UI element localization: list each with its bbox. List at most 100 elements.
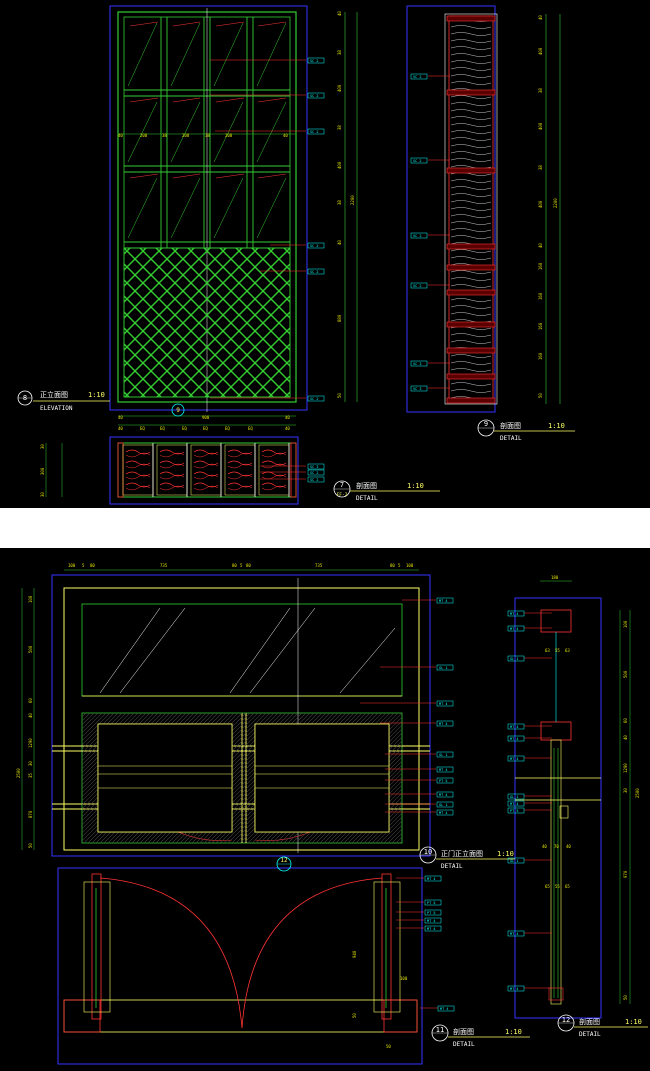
view10-title-block: 10 正门正立面图 DETAIL 1:10 bbox=[419, 846, 515, 870]
section9-dim: 400 bbox=[538, 122, 543, 130]
elevation-dim-row: 208 bbox=[182, 133, 190, 138]
section11-leaders bbox=[396, 877, 438, 1009]
section12-tag-box bbox=[507, 930, 525, 937]
door-tag: MT 4 bbox=[439, 599, 447, 603]
section11-dim: 940 bbox=[352, 950, 357, 958]
section11-tag: PT 5 bbox=[427, 911, 435, 915]
door-tag-box bbox=[436, 791, 454, 798]
plan7-bays bbox=[122, 443, 290, 497]
door-tag-box bbox=[436, 809, 454, 816]
section12-dim-right: 970 bbox=[623, 870, 628, 878]
section12-material-tags: MT 4MT 4GL 1MT 4MT 4MT 4GL 1MT 4PT 5GL 1… bbox=[507, 610, 552, 992]
plan7-tag-box bbox=[307, 476, 325, 483]
section11-tag: MT 4 bbox=[427, 919, 435, 923]
door-elevation-frame bbox=[51, 574, 431, 857]
section9-dim: 38 bbox=[538, 88, 543, 93]
section12-dim-mid: 65 bbox=[565, 884, 570, 889]
door-dim-left: 35 bbox=[28, 773, 33, 778]
section-mark-9-label: 9 bbox=[176, 407, 180, 414]
section9-dim: 38 bbox=[538, 165, 543, 170]
elevation-dim-right: 400 bbox=[337, 161, 342, 169]
door-dim-left: 1290 bbox=[28, 738, 33, 748]
section12-tag-box bbox=[507, 807, 525, 814]
elevation-cabinet bbox=[117, 8, 297, 412]
plan7-dim: 30 bbox=[40, 492, 45, 497]
elevation-tag: SC 2 bbox=[310, 270, 318, 274]
view7-subtitle: DETAIL bbox=[356, 495, 378, 502]
view12-scale: 1:10 bbox=[625, 1018, 642, 1026]
section12-drawing bbox=[515, 609, 601, 1005]
door-tag-box bbox=[436, 801, 454, 808]
door-tag-box bbox=[436, 777, 454, 784]
view12-number: 12 bbox=[562, 1016, 570, 1024]
elevation-red-glass-marks bbox=[129, 21, 287, 179]
elevation-tag-box bbox=[307, 242, 325, 249]
section11-tag-box bbox=[437, 1005, 455, 1012]
section12-dim-right: 1290 bbox=[623, 763, 628, 773]
section9-tag-box bbox=[410, 73, 428, 80]
view10-subtitle: DETAIL bbox=[441, 863, 463, 870]
section12-tag-box bbox=[507, 793, 525, 800]
section9-dim: 2200 bbox=[553, 198, 558, 208]
section-mark-12-label: 12 bbox=[280, 857, 288, 864]
elevation-dim-bottom: 900 bbox=[202, 415, 210, 420]
door-dim-left: 500 bbox=[28, 645, 33, 653]
section9-dim: 160 bbox=[538, 262, 543, 270]
section9-dim: 160 bbox=[538, 352, 543, 360]
door-dim-top: 5 bbox=[240, 563, 243, 568]
section12-tag: MT 4 bbox=[510, 987, 518, 991]
top-drawing-canvas: SC 2 SC 2 SC 2 SC 2 SC 2 SC 2 40 38 400 38 400 38 2… bbox=[17, 5, 575, 505]
door-dim-top: 80 bbox=[232, 563, 237, 568]
section9-tag: SC 2 bbox=[413, 159, 421, 163]
elevation-tag: SC 2 bbox=[310, 130, 318, 134]
door-dim-left: 50 bbox=[28, 843, 33, 848]
section9-tag: SC 3 bbox=[413, 362, 421, 366]
door-tag-box bbox=[436, 766, 454, 773]
elevation-dim-right: 38 bbox=[337, 125, 342, 130]
elevation-tag: SC 2 bbox=[310, 94, 318, 98]
elevation-tag: SC 2 bbox=[310, 244, 318, 248]
elevation-dim-row: 38 bbox=[162, 133, 167, 138]
view8-scale: 1:10 bbox=[88, 391, 105, 399]
drawing-sheet-top: SC 2 SC 2 SC 2 SC 2 SC 2 SC 2 40 38 400 38 400 38 2… bbox=[0, 0, 650, 508]
door-glass-reflection-lines bbox=[99, 607, 396, 694]
elevation-dim-right: 38 bbox=[337, 200, 342, 205]
section9-tag: SC 2 bbox=[413, 234, 421, 238]
view9-title-block: 9 剖面图 DETAIL 1:10 bbox=[477, 419, 575, 442]
section12-tag-box bbox=[507, 800, 525, 807]
plan7-tag: SC 3 bbox=[310, 465, 318, 469]
view10-title: 正门正立面图 bbox=[441, 849, 483, 858]
section12-dim-right: 30 bbox=[623, 788, 628, 793]
section9-dim: 40 bbox=[538, 243, 543, 248]
elevation-dim-row: 40 bbox=[283, 133, 288, 138]
section-mark-9: 9 bbox=[171, 403, 185, 417]
section11-tag: MT 4 bbox=[427, 877, 435, 881]
door-tag: GL 1 bbox=[439, 753, 447, 757]
section11-tag-box bbox=[424, 917, 442, 924]
plan7-frame bbox=[109, 436, 299, 505]
section12-dim-right: 50 bbox=[623, 995, 628, 1000]
bottom-drawing-canvas: MT 4GL 1MT 4MT 4GL 1MT 4PT 5MT 4GL 1MT 4… bbox=[16, 563, 648, 1065]
door-dim-left: 870 bbox=[28, 810, 33, 818]
door-dim-top: 100 bbox=[406, 563, 414, 568]
elevation-dim-bottom: 40 bbox=[285, 415, 290, 420]
section11-tag-box bbox=[424, 925, 442, 932]
section12-tag-box bbox=[507, 735, 525, 742]
elevation-dim-right: 50 bbox=[337, 393, 342, 398]
door-tag: GL 1 bbox=[439, 666, 447, 670]
view12-title-block: 12 剖面图 DETAIL 1:10 bbox=[557, 1014, 648, 1038]
plan7-tag: SC 2 bbox=[310, 471, 318, 475]
sheet-separator bbox=[0, 508, 650, 548]
view8-title-block: 8 正立面图 ELEVATION 1:10 bbox=[17, 390, 110, 412]
elevation-dim-bottom2: 40 bbox=[285, 426, 290, 431]
door-dim-top: 100 bbox=[68, 563, 76, 568]
view9-subtitle: DETAIL bbox=[500, 435, 522, 442]
section9-tag-box bbox=[410, 232, 428, 239]
elevation-dim-bottom2: EQ bbox=[248, 426, 253, 431]
elevation-dim-row: 208 bbox=[225, 133, 233, 138]
